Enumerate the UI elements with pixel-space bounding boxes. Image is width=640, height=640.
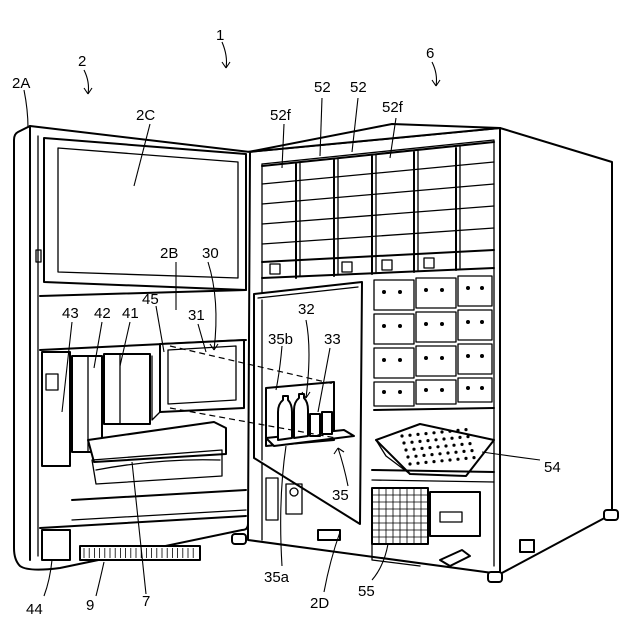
label-1: 1 [216,27,224,44]
label-2A: 2A [12,75,30,92]
label-54: 54 [544,459,561,476]
label-32: 32 [298,301,315,318]
label-35b: 35b [268,331,293,348]
label-31: 31 [188,307,205,324]
label-52b: 52 [350,79,367,96]
label-7: 7 [142,593,150,610]
label-41: 41 [122,305,139,322]
label-52fb: 52f [382,99,404,116]
label-6: 6 [426,45,434,62]
label-2D: 2D [310,595,329,612]
label-52a: 52 [314,79,331,96]
label-45: 45 [142,291,159,308]
label-44: 44 [26,601,43,618]
label-9: 9 [86,597,94,614]
label-2B: 2B [160,245,178,262]
label-30: 30 [202,245,219,262]
label-2C: 2C [136,107,155,124]
label-33: 33 [324,331,341,348]
label-35: 35 [332,487,349,504]
label-2: 2 [78,53,86,70]
label-42: 42 [94,305,111,322]
label-52fa: 52f [270,107,292,124]
label-55: 55 [358,583,375,600]
label-43: 43 [62,305,79,322]
label-35a: 35a [264,569,290,586]
